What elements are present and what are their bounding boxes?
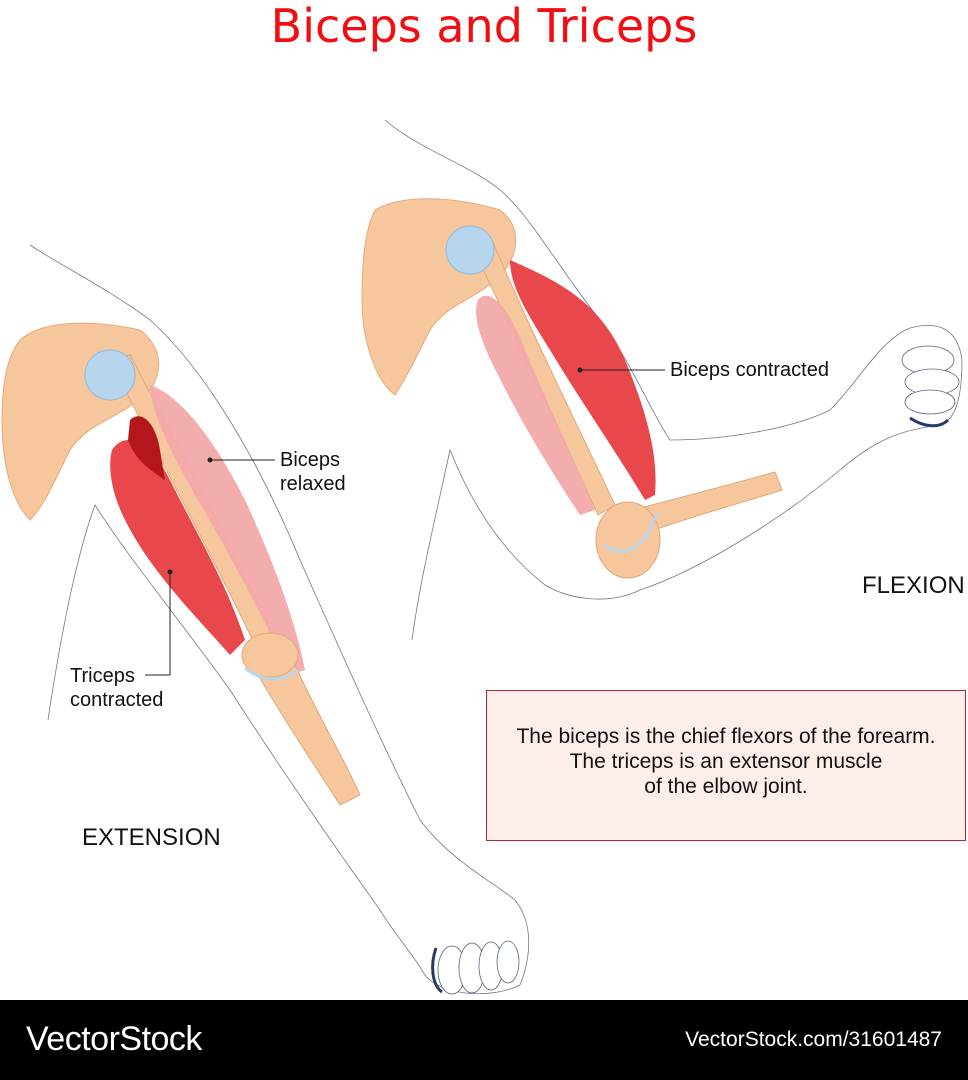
- flexion-forearm: [624, 471, 783, 536]
- extension-elbow-joint: [241, 632, 299, 678]
- triceps-contracted-label: Triceps contracted: [70, 664, 163, 712]
- anatomy-illustration: [1, 119, 963, 995]
- extension-triceps: [110, 440, 246, 655]
- flexion-label: FLEXION: [862, 572, 965, 599]
- biceps-relaxed-label: Biceps relaxed: [280, 448, 346, 496]
- info-line-1: The biceps is the chief flexors of the f…: [516, 725, 936, 748]
- image-id: VectorStock.com/31601487: [685, 1028, 942, 1051]
- flexion-scapula: [361, 198, 517, 396]
- flexion-elbow-joint: [595, 501, 661, 579]
- extension-biceps: [150, 385, 305, 675]
- brand-logo: VectorStock: [26, 1020, 202, 1058]
- extension-forearm: [254, 664, 361, 806]
- info-box-text: The biceps is the chief flexors of the f…: [487, 724, 965, 799]
- triceps-contracted-line-1: Triceps: [70, 665, 135, 687]
- extension-arm-outline: [29, 244, 530, 995]
- biceps-relaxed-line-1: Biceps: [280, 449, 341, 471]
- info-line-3: of the elbow joint.: [644, 775, 808, 798]
- triceps-contracted-line-2: contracted: [70, 689, 164, 711]
- info-box: The biceps is the chief flexors of the f…: [486, 690, 966, 841]
- flexion-arm: [361, 119, 963, 641]
- biceps-relaxed-line-2: relaxed: [280, 473, 346, 495]
- flexion-fist: [901, 345, 960, 428]
- page-title: Biceps and Triceps: [270, 0, 698, 53]
- biceps-contracted-label: Biceps contracted: [670, 359, 829, 381]
- info-line-2: The triceps is an extensor muscle: [569, 750, 883, 773]
- extension-fist: [431, 940, 520, 995]
- extension-arm: [1, 244, 530, 995]
- flexion-triceps: [476, 295, 595, 515]
- leader-lines: [145, 367, 665, 676]
- footer-bar: VectorStock VectorStock.com/31601487: [0, 1000, 968, 1080]
- extension-shoulder-joint: [84, 349, 136, 401]
- flexion-shoulder-joint: [445, 225, 495, 275]
- flexion-biceps: [510, 260, 656, 500]
- extension-label: EXTENSION: [82, 824, 221, 851]
